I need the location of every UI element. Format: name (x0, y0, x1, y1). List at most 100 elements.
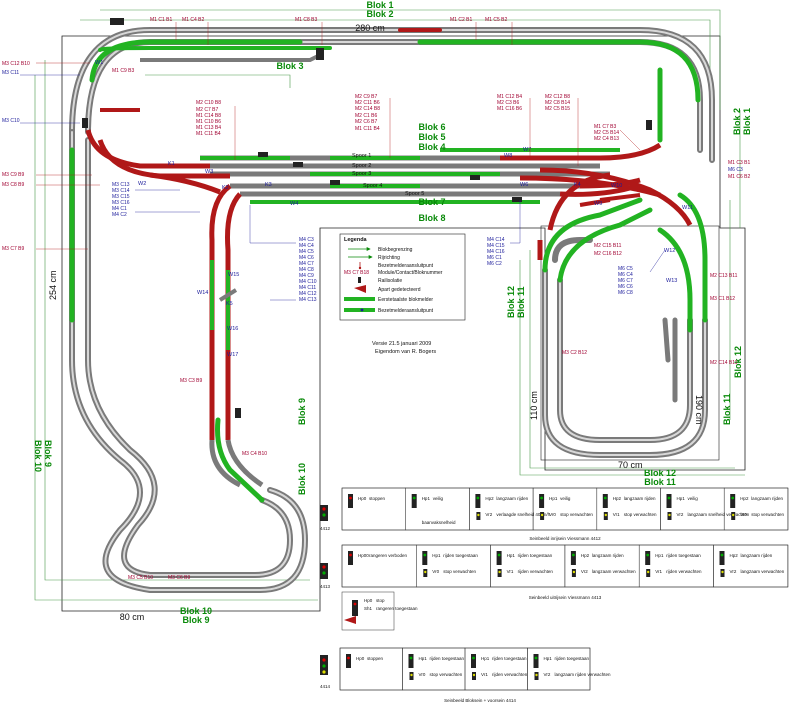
signal-icon (512, 197, 522, 202)
svg-text:M2 C12 B8: M2 C12 B8 (545, 94, 570, 100)
signal-aspect: Vr1 (507, 569, 514, 574)
block-label: Blok 11 (722, 393, 732, 425)
signal-aspect: Hp1 (481, 656, 490, 661)
signal-icon (330, 180, 340, 185)
owner-text: Eigendom van R. Bogers (375, 349, 436, 355)
svg-text:M1 C3 B1: M1 C3 B1 (728, 160, 750, 166)
leader-lines (36, 22, 641, 250)
switch-label: W16 (227, 326, 238, 332)
svg-text:Seinbeeld Bloksein + voorsein: Seinbeeld Bloksein + voorsein 4414 (444, 698, 516, 703)
dimension-top: 280 cm (355, 23, 385, 33)
switch-label: W1 (95, 60, 103, 66)
block-label: Blok 10 (297, 463, 307, 495)
signal-meaning: stoppen (367, 656, 384, 661)
svg-text:M6 C3: M6 C3 (728, 167, 743, 173)
svg-text:M1 C8 B3: M1 C8 B3 (295, 17, 317, 23)
signal-aspect: Vr1 (481, 672, 488, 677)
signal-aspect: Hp00 (358, 553, 369, 558)
block-label: Blok 12 (644, 468, 676, 478)
signal-icon (539, 494, 545, 508)
svg-text:M6 C6: M6 C6 (618, 284, 633, 290)
svg-text:M3 C10: M3 C10 (2, 118, 20, 124)
svg-text:M3 C5 B10: M3 C5 B10 (128, 575, 153, 581)
signal-icon (110, 18, 124, 25)
svg-text:M2 C6 B7: M2 C6 B7 (355, 119, 377, 125)
svg-text:M6 C8: M6 C8 (618, 290, 633, 296)
signal-aspect: Hp2 (581, 553, 590, 558)
svg-text:M3 C7 B9: M3 C7 B9 (2, 246, 24, 252)
switch-label: W13 (666, 278, 677, 284)
switch-label: K4 (574, 182, 581, 188)
signal-meaning: rijden toegestaan (430, 656, 465, 661)
signal-aspect: Hp1 (549, 496, 558, 501)
right-edge-group: M1 C3 B1 M6 C3 M1 C6 B2 (728, 160, 750, 180)
signal-icon (602, 494, 608, 508)
svg-text:M1 C2 B1: M1 C2 B1 (450, 17, 472, 23)
dimension-left: 254 cm (48, 270, 58, 300)
svg-text:4414: 4414 (320, 684, 331, 689)
version-text: Versie 21.5 januari 2009 (372, 341, 431, 347)
board-outline (61, 35, 746, 612)
svg-text:rangeren toegestaan: rangeren toegestaan (376, 606, 418, 611)
signal-meaning: rijden toegestaan (518, 553, 553, 558)
block-label: Blok 11 (644, 477, 676, 487)
svg-text:M3 C7 B18: M3 C7 B18 (344, 270, 369, 276)
signal-meaning: verlaagde snelheid 40km/h (496, 512, 550, 517)
mid-module-group: M2 C9 B7 M2 C11 B6 M2 C14 B8 M2 C1 B6 M2… (355, 94, 380, 132)
switch-label: K3 (265, 182, 272, 188)
signal-icon (646, 120, 652, 130)
signal-aspect: Hp1 (677, 496, 686, 501)
block-label: Blok 9 (182, 615, 209, 625)
svg-text:M4 C11: M4 C11 (299, 285, 316, 291)
spoor-label: Spoor 3 (352, 171, 371, 177)
signal-meaning: langzaam rijden (624, 496, 656, 501)
svg-text:M1 C13 B4: M1 C13 B4 (196, 125, 221, 131)
svg-text:M4 C5: M4 C5 (299, 249, 314, 255)
switch-label: W14 (197, 290, 208, 296)
signal-aspect: Vr0 (419, 672, 426, 677)
signal-icon (730, 494, 736, 508)
svg-text:M4 C12: M4 C12 (299, 291, 317, 297)
signal-aspect: Hp2 (730, 553, 739, 558)
signal-icon (348, 551, 353, 565)
block-label: Blok 2 (366, 9, 393, 19)
svg-text:M3 C13: M3 C13 (112, 182, 130, 188)
switch-label: W4 (290, 201, 298, 207)
signal-meaning: stop verwachten (624, 512, 657, 517)
signal-icon (645, 551, 651, 565)
svg-text:M3 C8 B9: M3 C8 B9 (2, 182, 24, 188)
block-label: Blok 11 (516, 286, 526, 318)
svg-text:M1 C16 B6: M1 C16 B6 (497, 106, 522, 112)
block-label: Blok 1 (742, 108, 752, 135)
w12-contact-group: M6 C5 M6 C4 M6 C7 M6 C6 M6 C8 (618, 266, 633, 296)
svg-text:M3 C11: M3 C11 (2, 70, 19, 76)
svg-text:M4 C3: M4 C3 (299, 237, 314, 243)
switch-label: W17 (227, 352, 238, 358)
svg-text:M2 C1 B6: M2 C1 B6 (355, 113, 377, 119)
signal-aspect: Hp1 (655, 553, 664, 558)
signal-aspect: Vr1 (613, 512, 620, 517)
station-tracks (85, 53, 693, 488)
svg-text:4413: 4413 (320, 584, 331, 589)
signal-aspect: Vr2 (677, 512, 684, 517)
block-label: Blok 10 (33, 440, 43, 472)
signal-icon (666, 494, 672, 508)
signal-aspect: Vr2 (544, 672, 551, 677)
signal-meaning: stop verwachten (443, 569, 476, 574)
signal-icon (346, 654, 351, 668)
signal-icon (258, 152, 268, 157)
signal-aspect: Hp1 (544, 656, 553, 661)
block-label: Blok 4 (418, 142, 445, 152)
signal-icon (470, 175, 480, 180)
switch-label: W2 (138, 181, 146, 187)
svg-text:M2 C16 B12: M2 C16 B12 (594, 251, 622, 257)
w4-contact-group: M4 C3 M4 C4 M4 C5 M4 C6 M4 C7 M4 C8 M4 C… (299, 237, 317, 303)
signal-icon (496, 551, 502, 565)
svg-text:M6 C1: M6 C1 (487, 255, 502, 261)
